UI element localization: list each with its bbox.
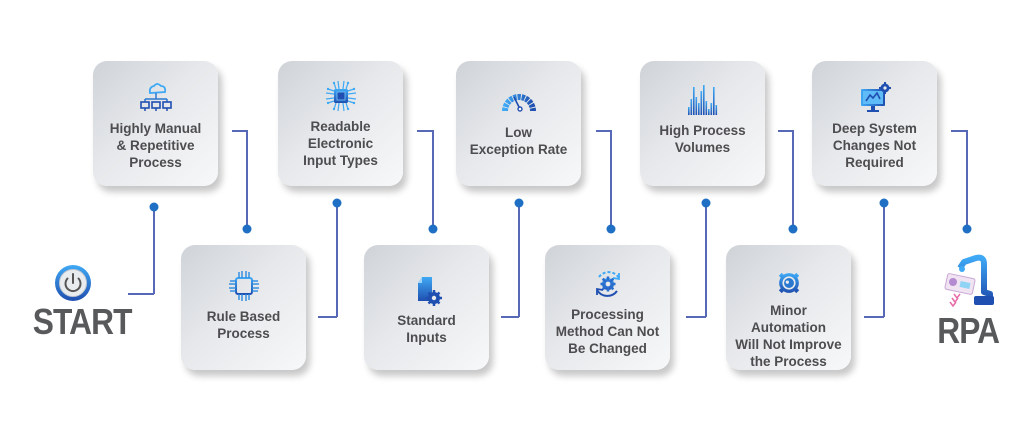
connector-dot (879, 198, 888, 208)
gear-cycle-icon (595, 271, 620, 297)
step-label: Rule Based Process (206, 309, 281, 341)
chip-icon (228, 271, 259, 301)
step-card-deep-system: Deep System Changes Not Required (812, 61, 937, 186)
document-gear-icon (417, 277, 442, 306)
cloud-network-icon (139, 83, 172, 111)
end-node: RPA (928, 252, 1008, 352)
connector-dot (149, 202, 158, 212)
power-icon (55, 265, 91, 301)
processor-icon (325, 80, 356, 112)
connector-dot (606, 224, 615, 234)
step-card-rule-based: Rule Based Process (181, 245, 306, 370)
step-card-processing-method: Processing Method Can Not Be Changed (545, 245, 670, 370)
step-label: High Process Volumes (659, 123, 746, 155)
gear-icon (776, 270, 801, 296)
step-card-high-volumes: High Process Volumes (640, 61, 765, 186)
step-label: Standard Inputs (397, 313, 456, 345)
step-card-highly-manual: Highly Manual & Repetitive Process (93, 61, 218, 186)
end-label: RPA (937, 310, 1000, 351)
step-card-readable-inputs: Readable Electronic Input Types (278, 61, 403, 186)
step-label: Readable Electronic Input Types (303, 119, 378, 168)
bar-chart-icon (687, 85, 717, 115)
connector-dot (332, 198, 341, 208)
connector-dot (428, 224, 437, 234)
step-card-standard-inputs: Standard Inputs (364, 245, 489, 370)
connector-dot (962, 224, 971, 234)
start-label: START (32, 301, 133, 342)
step-card-low-exception: Low Exception Rate (456, 61, 581, 186)
connector-dot (514, 198, 523, 208)
gauge-icon (501, 94, 536, 112)
robot-arm-icon (944, 254, 994, 308)
step-label: Deep System Changes Not Required (832, 121, 917, 170)
step-label: Highly Manual & Repetitive Process (109, 121, 202, 170)
monitor-gear-icon (860, 82, 891, 112)
connector-dot (788, 224, 797, 234)
connector-dot (701, 198, 710, 208)
connector-dot (242, 224, 251, 234)
start-node: START (26, 263, 132, 343)
step-card-minor-automation: Minor Automation Will Not Improve the Pr… (726, 245, 851, 370)
step-label: Low Exception Rate (469, 125, 568, 157)
step-label: Minor Automation Will Not Improve the Pr… (735, 303, 842, 369)
step-label: Processing Method Can Not Be Changed (555, 307, 660, 356)
